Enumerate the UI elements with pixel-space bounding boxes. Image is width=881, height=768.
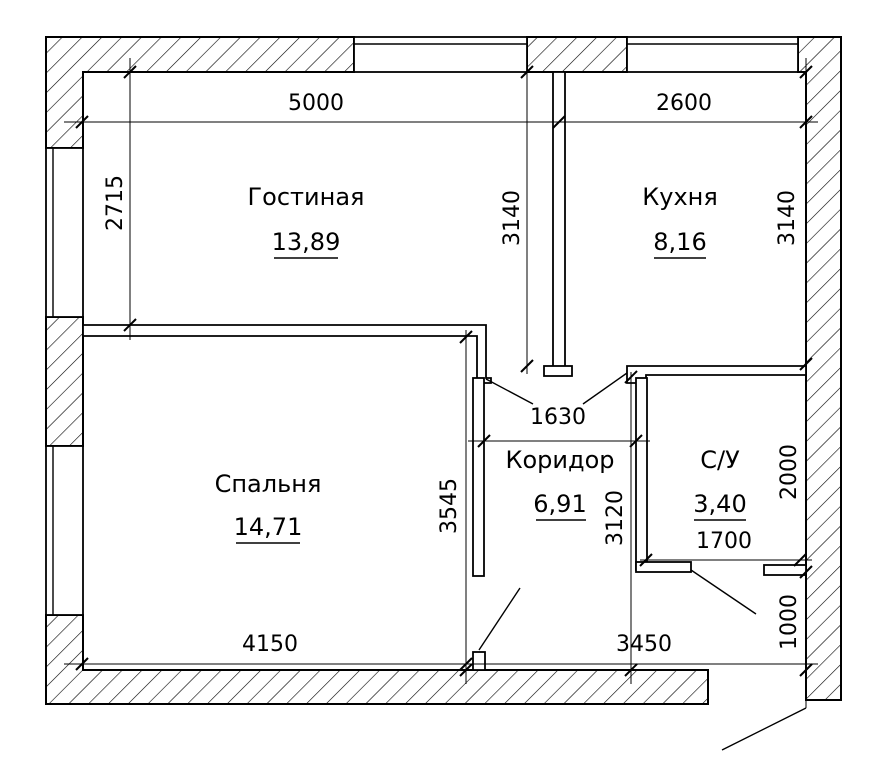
dim-corridor-width: 3450 [616,632,672,657]
dim-bedroom-width: 4150 [242,632,298,657]
dim-bathroom-width: 1700 [696,529,752,554]
dimension-lines [64,58,818,708]
dim-kitchen-depth: 3140 [775,190,800,246]
door-swing-corridor [478,587,521,651]
window-top-kitchen [626,36,799,73]
partition-bathroom-left [635,377,648,571]
partition-stub [543,365,573,377]
room-name-bathroom: С/У [700,446,740,474]
dimension-labels: 5000 2600 2715 3140 3140 1630 3545 3120 … [103,91,802,657]
room-labels: Гостиная 13,89 Кухня 8,16 Спальня 14,71 … [215,183,747,544]
door-swing-bathroom [690,569,757,615]
dim-corridor-passage: 1630 [530,405,586,430]
wall-top-middle [526,36,628,73]
outer-walls [45,36,842,705]
room-area-bathroom: 3,40 [693,490,746,518]
room-area-bedroom: 14,71 [234,513,303,541]
room-area-corridor: 6,91 [533,490,586,518]
room-area-living: 13,89 [272,228,341,256]
door-swings [478,372,807,751]
dim-kitchen-width: 2600 [656,91,712,116]
dim-bedroom-depth: 3545 [437,478,462,534]
wall-bottom [45,614,709,705]
room-area-kitchen: 8,16 [653,228,706,256]
room-name-bedroom: Спальня [215,470,322,498]
door-jamb-bedroom [472,651,486,671]
room-name-corridor: Коридор [505,446,614,474]
room-name-living: Гостиная [248,183,365,211]
door-swing-entrance [721,707,807,751]
partition-bedroom-top [82,324,492,384]
dim-living-depth: 2715 [103,175,128,231]
partition-kitchen-bottom [626,365,807,384]
window-left-living [45,147,84,318]
partition-bathroom-bottom-left [635,561,692,573]
dim-corridor-depth: 3120 [603,490,628,546]
dim-living-width: 5000 [288,91,344,116]
partition-bedroom-right [472,377,485,577]
room-name-kitchen: Кухня [642,183,718,211]
wall-left-pier [45,316,84,447]
door-swing-bedroom [485,378,534,405]
dim-bathroom-depth: 2000 [777,444,802,500]
windows [45,36,799,616]
dim-entrance-depth: 1000 [777,594,802,650]
window-top-living [353,36,528,73]
partitions [82,71,807,671]
partition-bathroom-bottom-right [763,564,807,576]
window-left-bedroom [45,445,84,616]
door-swing-kitchen [582,372,628,405]
dim-partition-height: 3140 [500,190,525,246]
